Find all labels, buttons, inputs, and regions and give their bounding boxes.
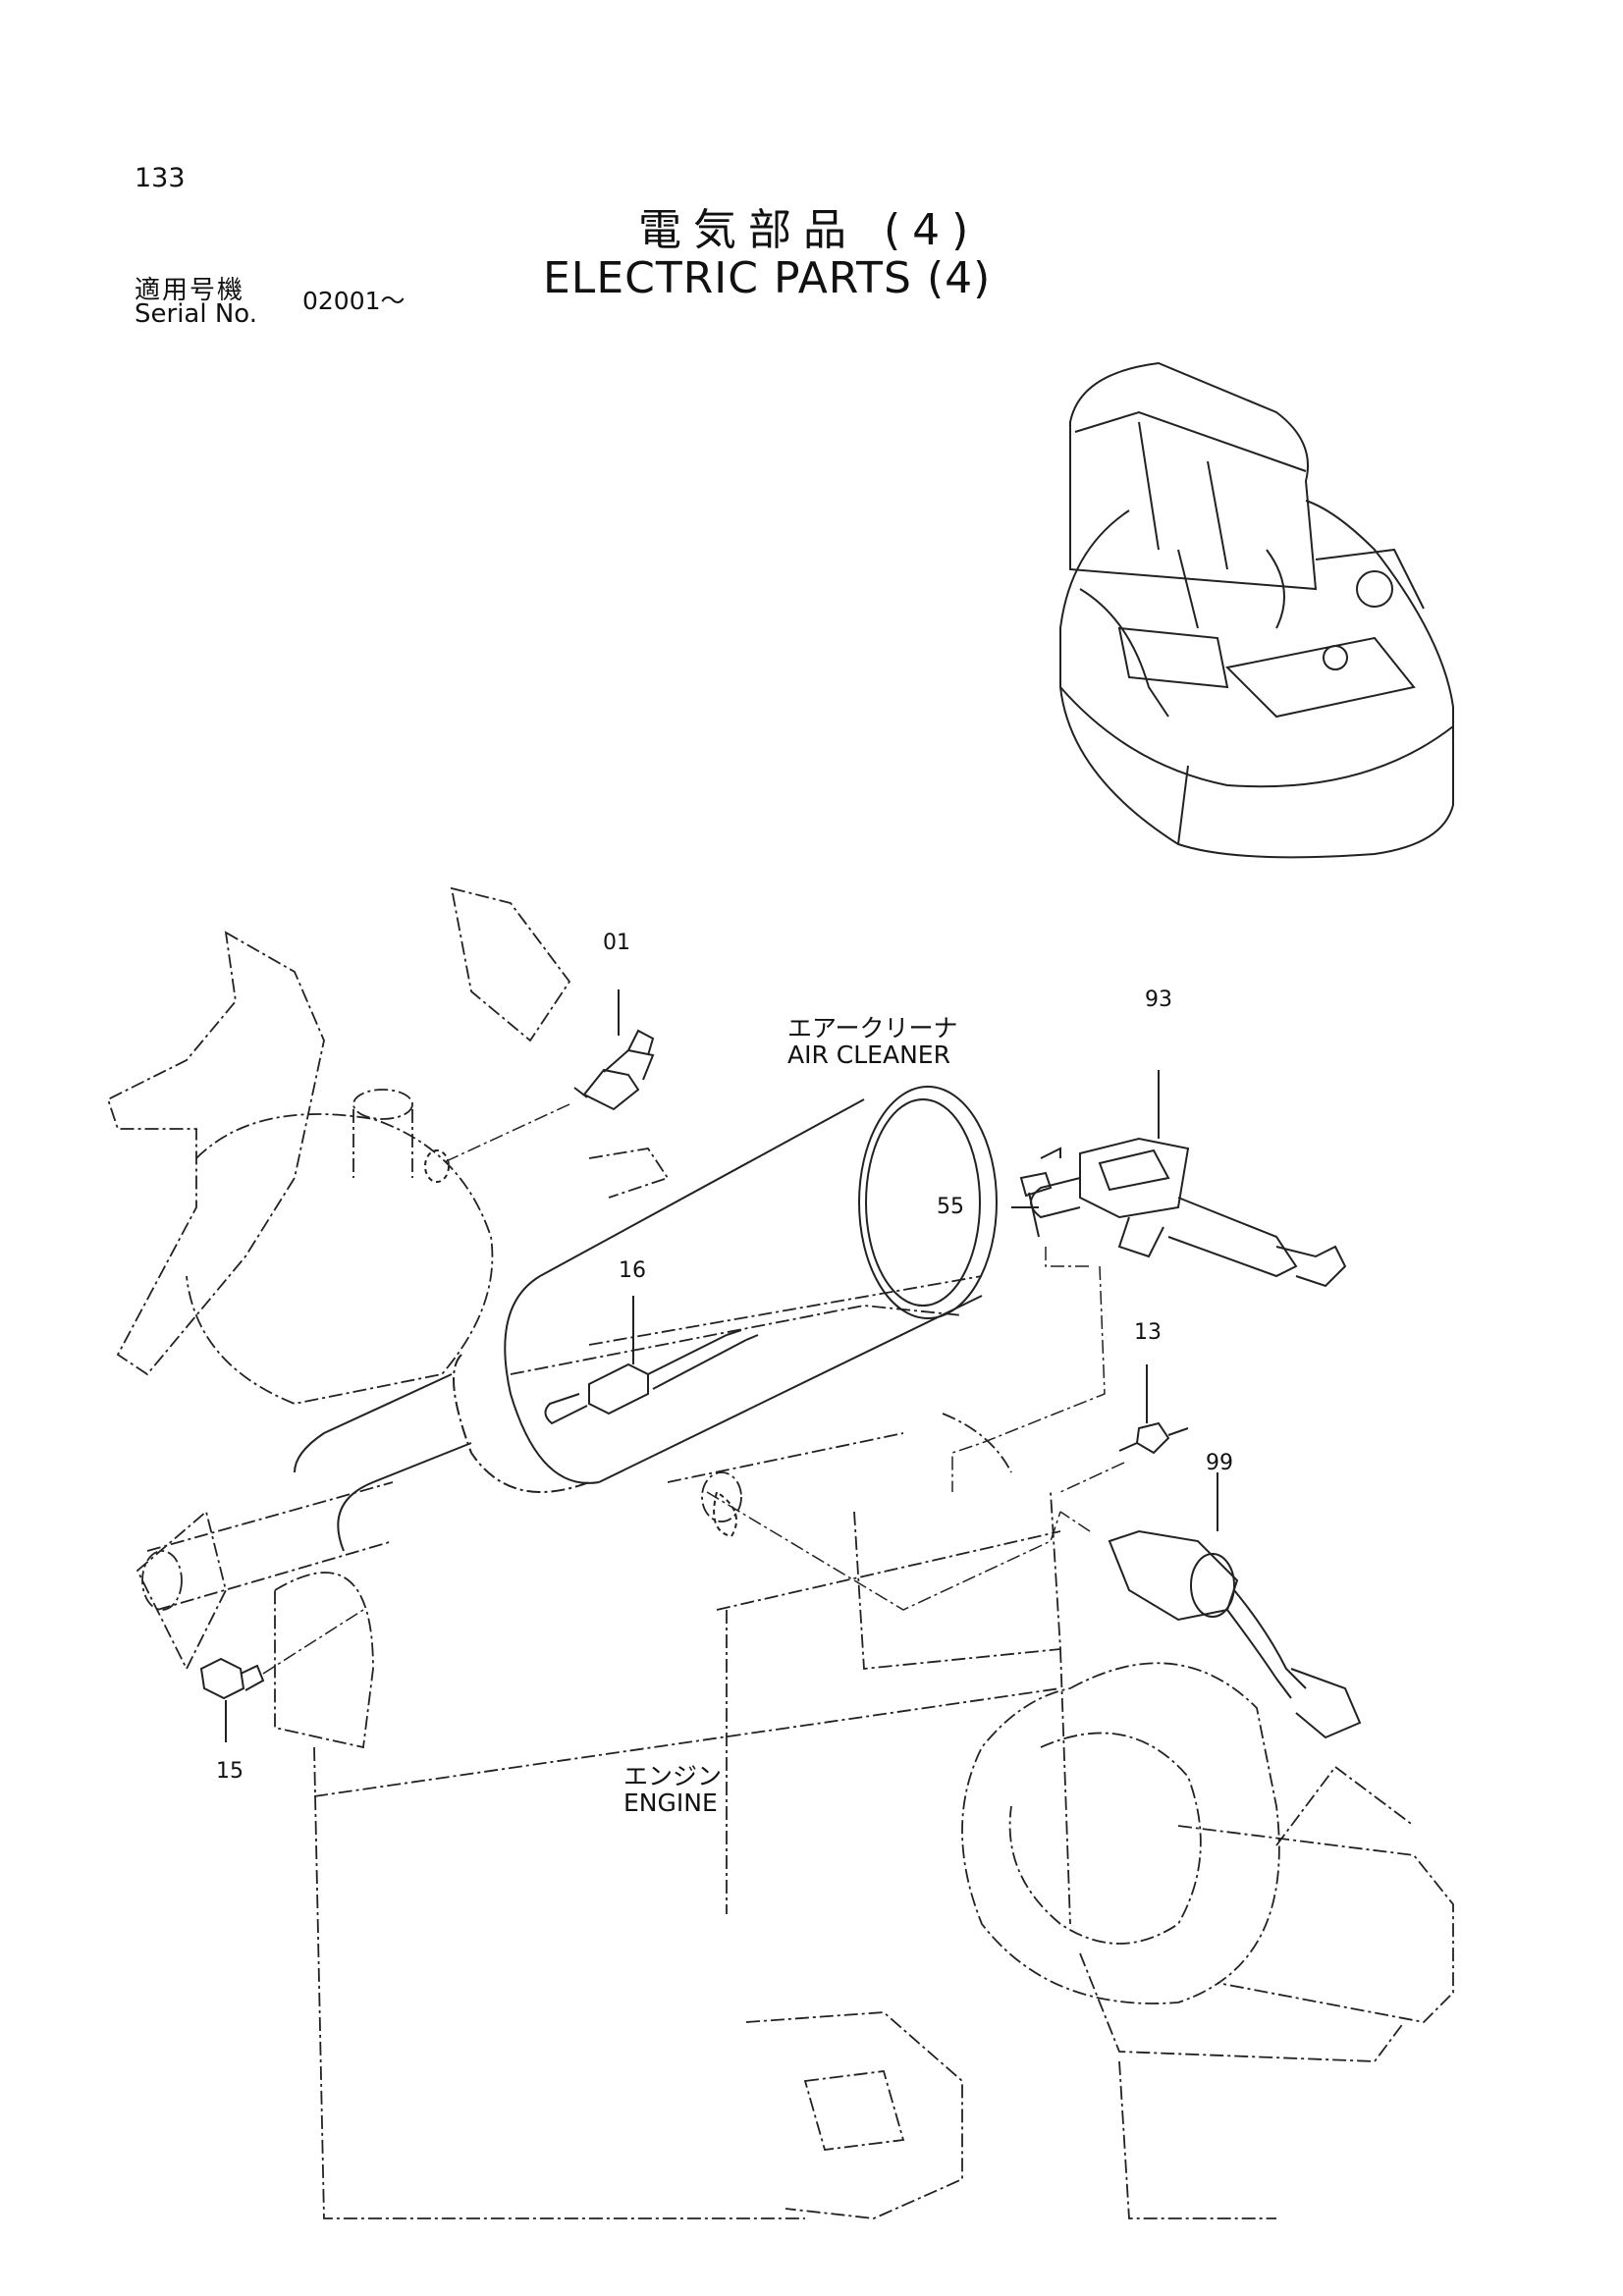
engine-illustration	[106, 886, 1454, 2219]
part-01-switch	[573, 989, 655, 1111]
part-99-solenoid	[1108, 1472, 1362, 1739]
part-55-bolt	[1011, 1171, 1053, 1238]
part-number-01: 01	[603, 931, 630, 955]
serial-label-japanese: 適用号機	[135, 276, 245, 305]
engine-label-english: ENGINE	[623, 1789, 718, 1817]
air-cleaner-label-japanese: エアークリーナ	[787, 1014, 958, 1042]
page-number: 133	[135, 163, 186, 193]
serial-label-english: Serial No.	[135, 299, 257, 329]
machine-overview-illustration	[1059, 361, 1454, 859]
part-number-99: 99	[1206, 1451, 1233, 1475]
page-title-japanese: 電気部品 (4)	[638, 205, 981, 255]
part-number-15: 15	[216, 1759, 243, 1784]
part-number-55: 55	[937, 1195, 964, 1219]
air-cleaner-illustration	[294, 1086, 998, 1552]
part-13-switch	[1118, 1364, 1189, 1455]
part-15-plug	[199, 1657, 265, 1742]
part-93-pump	[1030, 1070, 1347, 1288]
air-cleaner-label-english: AIR CLEANER	[787, 1041, 950, 1069]
part-number-16: 16	[619, 1258, 646, 1283]
serial-value: 02001～	[302, 287, 406, 315]
part-number-13: 13	[1134, 1320, 1162, 1345]
page-title-english: ELECTRIC PARTS (4)	[543, 253, 992, 303]
engine-label-japanese: エンジン	[623, 1762, 723, 1790]
part-number-93: 93	[1145, 988, 1172, 1012]
part-16-sensor	[544, 1296, 759, 1425]
